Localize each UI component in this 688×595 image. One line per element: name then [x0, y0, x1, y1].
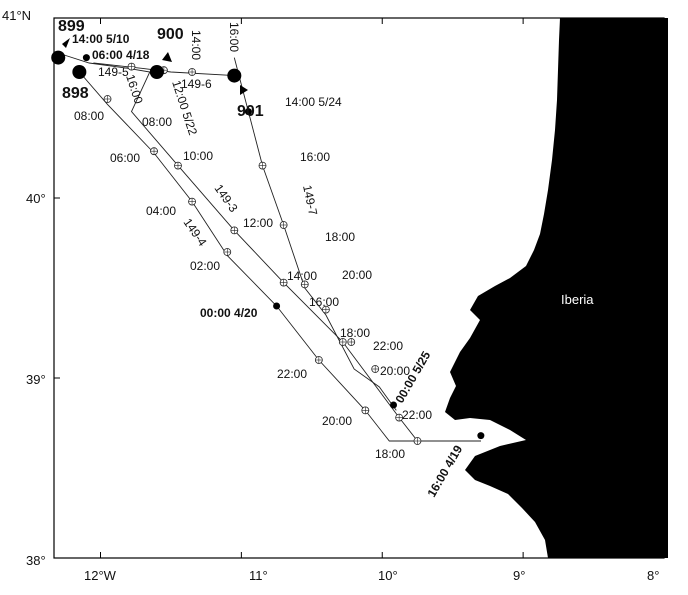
waypoint-marker — [371, 365, 380, 373]
time-marker-dot — [244, 108, 252, 116]
time-label: 00:00 4/20 — [200, 306, 258, 320]
time-marker-dot — [390, 401, 398, 409]
waypoint-marker — [103, 95, 112, 103]
track-label-149-5: 149-5 — [98, 65, 129, 79]
site-label-901: 901 — [237, 103, 264, 120]
waypoint-marker — [188, 68, 196, 76]
site-label-900: 900 — [157, 26, 184, 43]
time-label: 10:00 — [183, 149, 213, 163]
site-arrow-900 — [162, 52, 172, 62]
time-label: 16:00 — [300, 150, 330, 164]
time-label: 14:00 — [287, 269, 317, 283]
time-label: 20:00 — [322, 414, 352, 428]
time-label: 20:00 — [342, 268, 372, 282]
time-label: 16:00 — [309, 295, 339, 309]
drill-sites — [51, 50, 242, 83]
x-tick-12w: 12°W — [84, 568, 117, 583]
waypoint-markers — [103, 62, 422, 445]
time-label: 02:00 — [190, 259, 220, 273]
map-frame — [53, 17, 665, 559]
axis-ticks — [54, 17, 665, 559]
site-arrow-901 — [240, 85, 248, 95]
time-label: 16:00 — [227, 22, 241, 52]
site-901-dot — [227, 68, 242, 83]
time-label: 06:00 4/18 — [92, 48, 150, 62]
waypoint-marker — [230, 226, 239, 235]
time-label: 22:00 — [277, 367, 307, 381]
waypoint-marker — [413, 437, 422, 445]
site-900-dot — [149, 65, 164, 79]
time-label: 22:00 — [402, 408, 432, 422]
time-label: 14:00 5/10 — [72, 32, 130, 46]
time-label: 20:00 — [380, 364, 410, 378]
track-label-149-6: 149-6 — [181, 77, 212, 91]
track-149-5 — [79, 71, 481, 442]
waypoint-marker — [300, 280, 309, 289]
survey-tracks — [60, 53, 481, 442]
time-label: 16:00 — [123, 73, 146, 106]
track-label-149-4: 149-4 — [181, 216, 210, 249]
time-label: 18:00 — [375, 447, 405, 461]
time-label: 08:00 — [142, 115, 172, 129]
waypoint-marker — [150, 147, 158, 156]
waypoint-marker — [223, 248, 232, 256]
track-149-3 — [60, 53, 481, 442]
time-label: 18:00 — [325, 230, 355, 244]
site-label-899: 899 — [58, 18, 85, 35]
waypoint-marker — [188, 197, 196, 206]
time-label: 22:00 — [373, 339, 403, 353]
waypoint-marker — [347, 338, 356, 346]
y-tick-38: 38° — [26, 553, 46, 568]
track-label-149-7: 149-7 — [300, 184, 320, 217]
time-label: 08:00 — [74, 109, 104, 123]
y-tick-39: 39° — [26, 372, 46, 387]
site-arrow-899 — [62, 38, 70, 48]
waypoint-marker — [361, 406, 370, 415]
time-label: 14:00 5/24 — [285, 95, 342, 109]
waypoint-marker — [321, 305, 330, 314]
site-label-898: 898 — [62, 85, 89, 102]
x-tick-11: 11° — [249, 568, 268, 583]
time-marker-dot — [477, 432, 485, 440]
y-tick-40: 40° — [26, 191, 46, 206]
waypoint-marker — [258, 161, 267, 170]
waypoint-marker — [279, 221, 288, 229]
site-898-dot — [72, 65, 87, 79]
y-tick-41: 41°N — [2, 8, 31, 23]
time-markers — [82, 54, 485, 440]
waypoint-marker — [314, 356, 323, 364]
time-marker-dot — [273, 302, 281, 310]
land-label: Iberia — [561, 292, 594, 307]
time-label: 16:00 4/19 — [424, 443, 465, 500]
waypoint-marker — [279, 278, 288, 287]
waypoint-marker — [338, 338, 347, 346]
time-marker-dot — [82, 54, 90, 62]
time-label: 04:00 — [146, 204, 176, 218]
track-label-149-3: 149-3 — [212, 182, 241, 215]
time-label: 18:00 — [340, 326, 370, 340]
time-label: 12:00 — [243, 216, 273, 230]
waypoint-marker — [127, 62, 136, 71]
waypoint-marker — [174, 161, 182, 170]
x-tick-9: 9° — [513, 568, 525, 583]
time-label: 06:00 — [110, 151, 140, 165]
iberia-landmass — [445, 18, 668, 558]
site-899-dot — [51, 50, 66, 65]
time-label: 14:00 — [189, 30, 203, 60]
x-tick-10: 10° — [378, 568, 398, 583]
x-tick-8: 8° — [647, 568, 659, 583]
waypoint-marker — [395, 413, 404, 422]
